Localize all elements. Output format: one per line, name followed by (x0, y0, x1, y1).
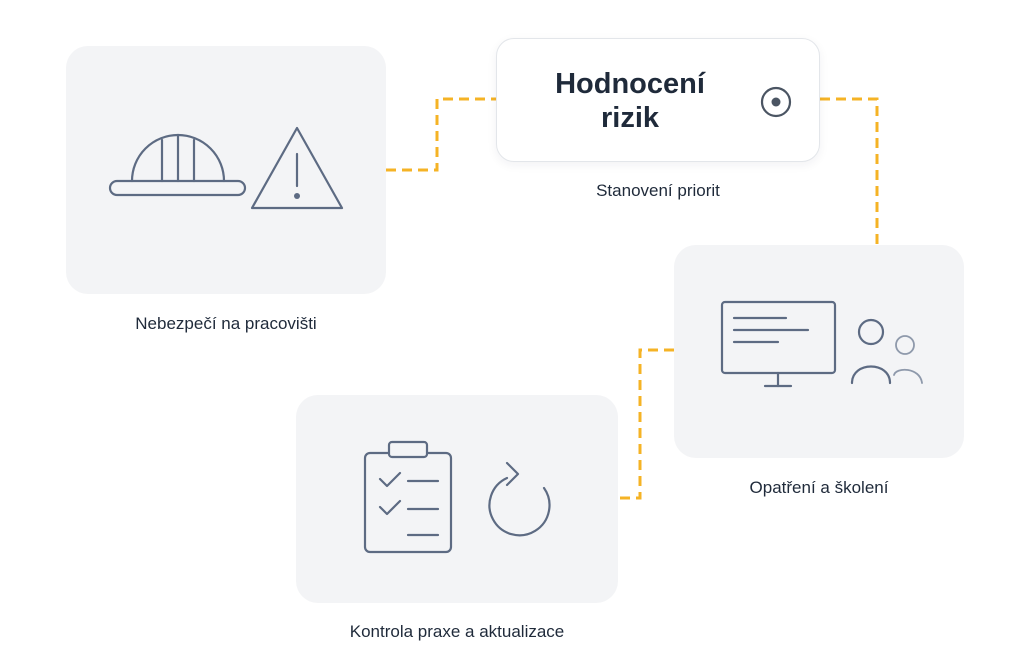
connector-assessment-to-measures (820, 97, 879, 245)
clipboard-checklist-icon (363, 440, 453, 554)
priorities-caption: Stanovení priorit (596, 181, 720, 200)
practice-control-caption: Kontrola praxe a aktualizace (349, 622, 565, 641)
connector-hazards-to-assessment (386, 97, 496, 172)
people-icon (850, 318, 923, 385)
practice-control-card (296, 395, 618, 603)
warning-triangle-icon (250, 126, 344, 210)
connector-measures-to-control (618, 348, 674, 500)
measures-training-card (674, 245, 964, 458)
workplace-hazards-caption: Nebezpečí na pracovišti (135, 314, 317, 333)
refresh-arrow-icon (488, 461, 551, 537)
workplace-hazards-card (66, 46, 386, 294)
measures-training-caption: Opatření a školení (749, 478, 889, 497)
risk-assessment-title: Hodnocení rizik (555, 68, 705, 134)
target-radio-icon (760, 86, 792, 118)
risk-assessment-card: Hodnocení rizik (496, 38, 820, 162)
monitor-icon (720, 300, 837, 388)
hard-hat-icon (108, 133, 247, 197)
